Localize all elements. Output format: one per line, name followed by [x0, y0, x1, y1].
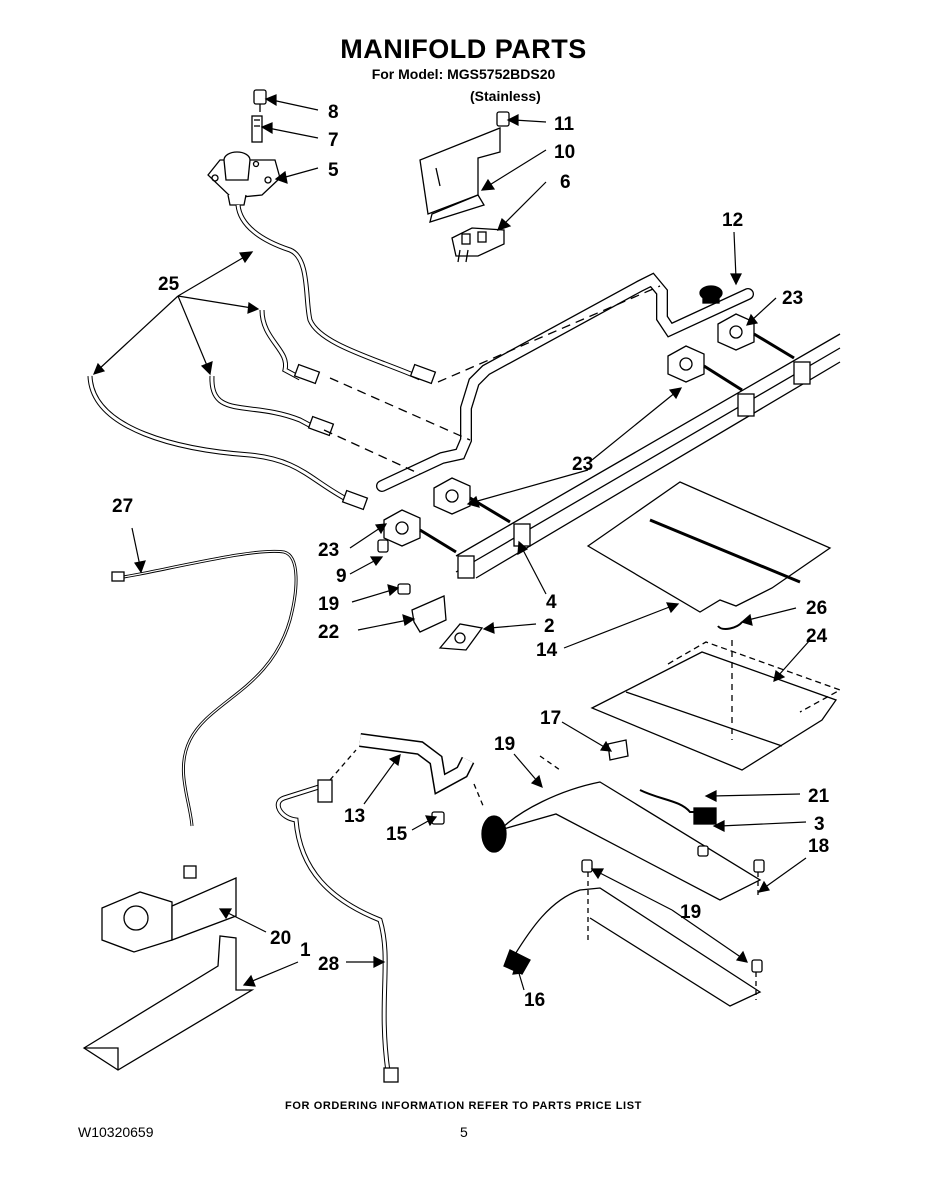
callout-15: 15 — [386, 824, 408, 845]
pilot-tube — [275, 749, 399, 1083]
callout-1: 1 — [300, 940, 311, 961]
callout-10: 10 — [554, 142, 575, 163]
callout-13: 13 — [344, 806, 365, 827]
callout-23-left: 23 — [318, 540, 339, 561]
small-hardware — [377, 539, 484, 651]
burner-valves — [383, 313, 795, 554]
callout-23-right: 23 — [782, 288, 803, 309]
model-line: For Model: MGS5752BDS20 — [371, 66, 556, 82]
callout-24: 24 — [806, 626, 828, 647]
callout-12: 12 — [722, 210, 743, 231]
callout-27: 27 — [112, 496, 133, 517]
callout-2: 2 — [544, 616, 555, 637]
regulator-and-bracket — [82, 865, 255, 1071]
shields — [586, 481, 842, 771]
ordering-note: FOR ORDERING INFORMATION REFER TO PARTS … — [285, 1100, 642, 1112]
thermocouple-tube — [111, 549, 298, 827]
callout-19-upper: 19 — [318, 594, 339, 615]
page-title: MANIFOLD PARTS — [340, 34, 587, 64]
callout-17: 17 — [540, 708, 561, 729]
gas-tubes — [87, 204, 661, 511]
callout-20: 20 — [270, 928, 291, 949]
burner-rail — [455, 333, 841, 579]
callout-7: 7 — [328, 130, 339, 151]
callout-8: 8 — [328, 102, 339, 123]
callout-26: 14 — [536, 640, 558, 661]
callout-4: 4 — [546, 592, 557, 613]
callout-arrows — [92, 94, 811, 991]
callout-18: 18 — [808, 836, 829, 857]
callout-25: 25 — [158, 274, 180, 295]
main-manifold-pipe — [376, 272, 754, 492]
callout-28: 28 — [318, 954, 339, 975]
callout-9: 9 — [336, 566, 347, 587]
callout-3: 3 — [814, 814, 825, 835]
lower-burner — [503, 859, 765, 1007]
igniter — [639, 789, 717, 857]
callout-21: 21 — [808, 786, 830, 807]
callout-23-middle: 23 — [572, 454, 593, 475]
callout-6: 6 — [560, 172, 571, 193]
burner-tube-assembly — [359, 733, 762, 901]
bracket-and-switch — [419, 111, 510, 263]
finish-label: (Stainless) — [470, 88, 541, 104]
callout-19-middle: 19 — [494, 734, 515, 755]
page-number: 5 — [460, 1124, 468, 1140]
callout-numbers: 8 7 5 11 10 6 12 23 25 23 27 23 9 19 22 … — [112, 102, 830, 1011]
callout-22: 22 — [318, 622, 339, 643]
callout-11: 11 — [554, 114, 575, 135]
callout-19-lower: 19 — [680, 902, 701, 923]
callout-16: 16 — [524, 990, 545, 1011]
document-number: W10320659 — [78, 1124, 154, 1140]
top-valve-assembly — [207, 89, 281, 206]
callout-5: 5 — [328, 160, 339, 181]
callout-14: 26 — [806, 598, 827, 619]
